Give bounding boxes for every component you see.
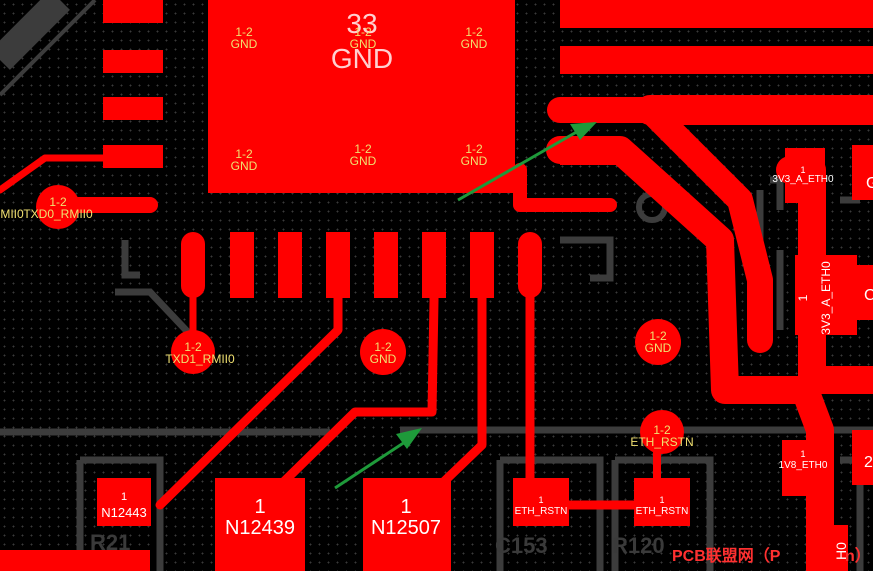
pad-3v3-a-eth0-side[interactable]: 1 3V3_A_ETH0 — [795, 255, 857, 335]
svg-text:TXD1_RMII0: TXD1_RMII0 — [165, 352, 235, 366]
left-pads — [103, 0, 163, 168]
svg-text:1: 1 — [121, 491, 127, 503]
svg-text:GND: GND — [231, 159, 258, 173]
edge-label-2: 2 — [864, 454, 873, 471]
svg-text:1-2: 1-2 — [235, 147, 253, 161]
via-eth-rstn[interactable]: 1-2 ETH_RSTN — [630, 410, 694, 454]
svg-text:1-2: 1-2 — [354, 25, 372, 39]
svg-text:1: 1 — [796, 294, 810, 301]
thermal-pad-pin: 33 — [346, 8, 377, 39]
svg-text:1-2: 1-2 — [354, 142, 372, 156]
svg-text:ETH_RSTN: ETH_RSTN — [630, 435, 693, 449]
svg-text:TXD0_RMII0: TXD0_RMII0 — [23, 207, 93, 221]
pad-eth-rstn[interactable]: 1 ETH_RSTN — [513, 478, 569, 526]
ref-c153: C153 — [495, 533, 548, 558]
pad-1v8-eth0[interactable]: 1 1V8_ETH0 — [779, 440, 828, 496]
svg-text:GND: GND — [370, 352, 397, 366]
svg-text:1-2: 1-2 — [465, 142, 483, 156]
edge-label-g: G — [866, 175, 873, 192]
svg-text:1-2: 1-2 — [649, 329, 667, 343]
svg-text:1: 1 — [538, 495, 543, 505]
svg-text:1-2: 1-2 — [235, 25, 253, 39]
svg-text:n）: n） — [845, 547, 871, 565]
svg-text:1-2: 1-2 — [184, 340, 202, 354]
bottom-copper-strip — [0, 550, 150, 571]
arrow-icon — [570, 122, 597, 140]
via-txd1[interactable]: 1-2 TXD1_RMII0 — [165, 330, 235, 374]
svg-text:GND: GND — [350, 37, 377, 51]
arrow-icon — [457, 128, 581, 202]
svg-text:1: 1 — [254, 496, 265, 518]
svg-text:GND: GND — [350, 154, 377, 168]
svg-text:N12443: N12443 — [101, 505, 147, 520]
svg-text:N12507: N12507 — [371, 517, 441, 539]
svg-text:1V8_ETH0: 1V8_ETH0 — [779, 460, 828, 471]
arrow-icon — [396, 428, 422, 449]
edge-label-h0: H0 — [833, 542, 849, 560]
svg-text:1: 1 — [800, 165, 805, 175]
pad-via[interactable]: 1-2 GND — [350, 25, 377, 51]
edge-label-c: C — [864, 287, 873, 304]
via-gnd[interactable]: 1-2 GND — [360, 329, 406, 375]
svg-text:GND: GND — [645, 341, 672, 355]
svg-text:1-2: 1-2 — [374, 340, 392, 354]
svg-text:1-2: 1-2 — [465, 25, 483, 39]
pad-via[interactable]: 1-2 GND — [231, 25, 258, 51]
pad-3v3-a-eth0-top[interactable]: 1 3V3_A_ETH0 — [772, 148, 834, 203]
svg-text:1-2: 1-2 — [49, 195, 67, 209]
via-txd0[interactable]: 1-2 TXD0_RMII0 MII0 — [0, 185, 93, 229]
svg-text:3V3_A_ETH0: 3V3_A_ETH0 — [819, 261, 833, 335]
right-pads — [560, 0, 873, 165]
thermal-pad[interactable] — [208, 0, 515, 193]
ref-r120: R120 — [612, 533, 665, 558]
thermal-pad-net: GND — [331, 43, 393, 74]
svg-text:1: 1 — [400, 496, 411, 518]
pad-via[interactable]: 1-2 GND — [350, 142, 377, 168]
right-edge-pads: G C 2 H0 — [808, 145, 873, 571]
svg-text:PCB联盟网（P: PCB联盟网（P — [672, 547, 781, 565]
svg-text:ETH_RSTN: ETH_RSTN — [515, 506, 568, 517]
thermal-vias: 1-2 GND 1-2 GND 1-2 GND 1-2 GND 1-2 GND … — [231, 25, 488, 173]
annotation-arrows — [334, 122, 597, 490]
svg-text:1-2: 1-2 — [653, 423, 671, 437]
svg-text:1: 1 — [659, 495, 664, 505]
pad-n12443[interactable]: 1 N12443 — [97, 478, 151, 526]
watermark: PCB联盟网（P n） — [672, 547, 871, 565]
pad-via[interactable]: 1-2 GND — [461, 142, 488, 168]
svg-text:GND: GND — [461, 154, 488, 168]
svg-text:3V3_A_ETH0: 3V3_A_ETH0 — [772, 174, 834, 185]
svg-text:GND: GND — [231, 37, 258, 51]
pad-n12439[interactable]: 1 N12439 — [215, 478, 305, 571]
pad-via[interactable]: 1-2 GND — [231, 147, 258, 173]
svg-text:GND: GND — [461, 37, 488, 51]
svg-text:N12439: N12439 — [225, 517, 295, 539]
pad-eth-rstn[interactable]: 1 ETH_RSTN — [634, 478, 690, 526]
pad-n12507[interactable]: 1 N12507 — [363, 478, 451, 571]
bottom-pins — [181, 232, 542, 298]
svg-text:ETH_RSTN: ETH_RSTN — [636, 506, 689, 517]
arrow-icon — [334, 438, 409, 490]
pad-via[interactable]: 1-2 GND — [461, 25, 488, 51]
via-gnd[interactable]: 1-2 GND — [635, 319, 681, 365]
svg-text:MII0: MII0 — [0, 207, 24, 221]
svg-text:1: 1 — [800, 449, 805, 459]
